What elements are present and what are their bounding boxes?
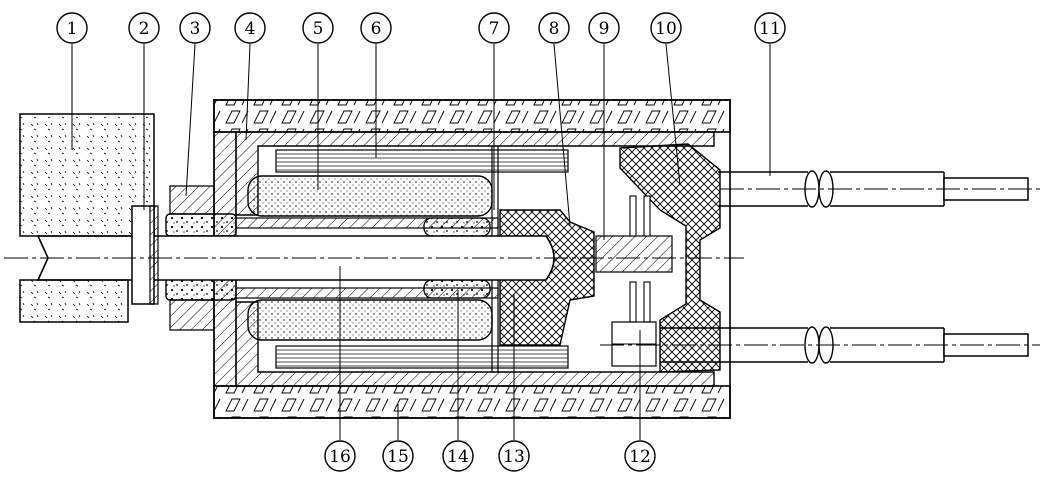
callout-number: 6 xyxy=(371,19,382,39)
callout-circle xyxy=(302,12,334,44)
callout-circle xyxy=(538,12,570,44)
callout-circle xyxy=(324,440,356,472)
leader-line-3 xyxy=(185,43,196,197)
callout-number: 13 xyxy=(503,447,525,467)
callout-circle xyxy=(179,12,211,44)
callout-circle xyxy=(56,12,88,44)
callout-15: 15 xyxy=(382,440,414,472)
callout-leader-lines xyxy=(71,43,771,440)
callout-circle xyxy=(588,12,620,44)
callout-circle xyxy=(442,440,474,472)
callout-11: 11 xyxy=(754,12,786,44)
callout-number: 3 xyxy=(190,19,201,39)
callout-circle xyxy=(650,12,682,44)
callout-7: 7 xyxy=(478,12,510,44)
callout-circle xyxy=(382,440,414,472)
callout-number: 12 xyxy=(629,447,651,467)
callout-circle xyxy=(478,12,510,44)
callout-1: 1 xyxy=(56,12,88,44)
callout-number: 2 xyxy=(139,19,150,39)
callout-6: 6 xyxy=(360,12,392,44)
leader-line-10 xyxy=(665,43,681,186)
callout-number: 16 xyxy=(329,447,351,467)
callout-circle xyxy=(754,12,786,44)
callout-circle xyxy=(624,440,656,472)
callout-number: 10 xyxy=(655,19,677,39)
center-lines xyxy=(4,188,1040,346)
callout-9: 9 xyxy=(588,12,620,44)
callout-circle xyxy=(498,440,530,472)
callout-number: 4 xyxy=(245,19,256,39)
callout-circle xyxy=(128,12,160,44)
callout-number: 1 xyxy=(67,19,78,39)
outer-housing-shell xyxy=(213,99,731,419)
callout-number: 8 xyxy=(549,19,560,39)
callout-circle xyxy=(234,12,266,44)
coil-bobbin xyxy=(247,175,493,341)
callout-number: 7 xyxy=(489,19,500,39)
callout-8: 8 xyxy=(538,12,570,44)
callout-2: 2 xyxy=(128,12,160,44)
callout-number: 15 xyxy=(387,447,409,467)
callout-14: 14 xyxy=(442,440,474,472)
leader-line-4 xyxy=(245,43,251,141)
callout-5: 5 xyxy=(302,12,334,44)
callout-3: 3 xyxy=(179,12,211,44)
leader-line-8 xyxy=(553,43,571,227)
callout-4: 4 xyxy=(234,12,266,44)
mounting-collar xyxy=(19,113,155,323)
callout-number: 5 xyxy=(313,19,324,39)
callout-number: 9 xyxy=(599,19,610,39)
callout-10: 10 xyxy=(650,12,682,44)
retaining-washer xyxy=(131,205,159,305)
callout-number: 14 xyxy=(447,447,469,467)
contact-terminals xyxy=(595,195,673,367)
callout-16: 16 xyxy=(324,440,356,472)
callout-number: 11 xyxy=(759,19,781,39)
callout-12: 12 xyxy=(624,440,656,472)
coil-winding xyxy=(275,149,569,369)
callout-13: 13 xyxy=(498,440,530,472)
callout-circle xyxy=(360,12,392,44)
rear-bushing xyxy=(423,217,491,299)
